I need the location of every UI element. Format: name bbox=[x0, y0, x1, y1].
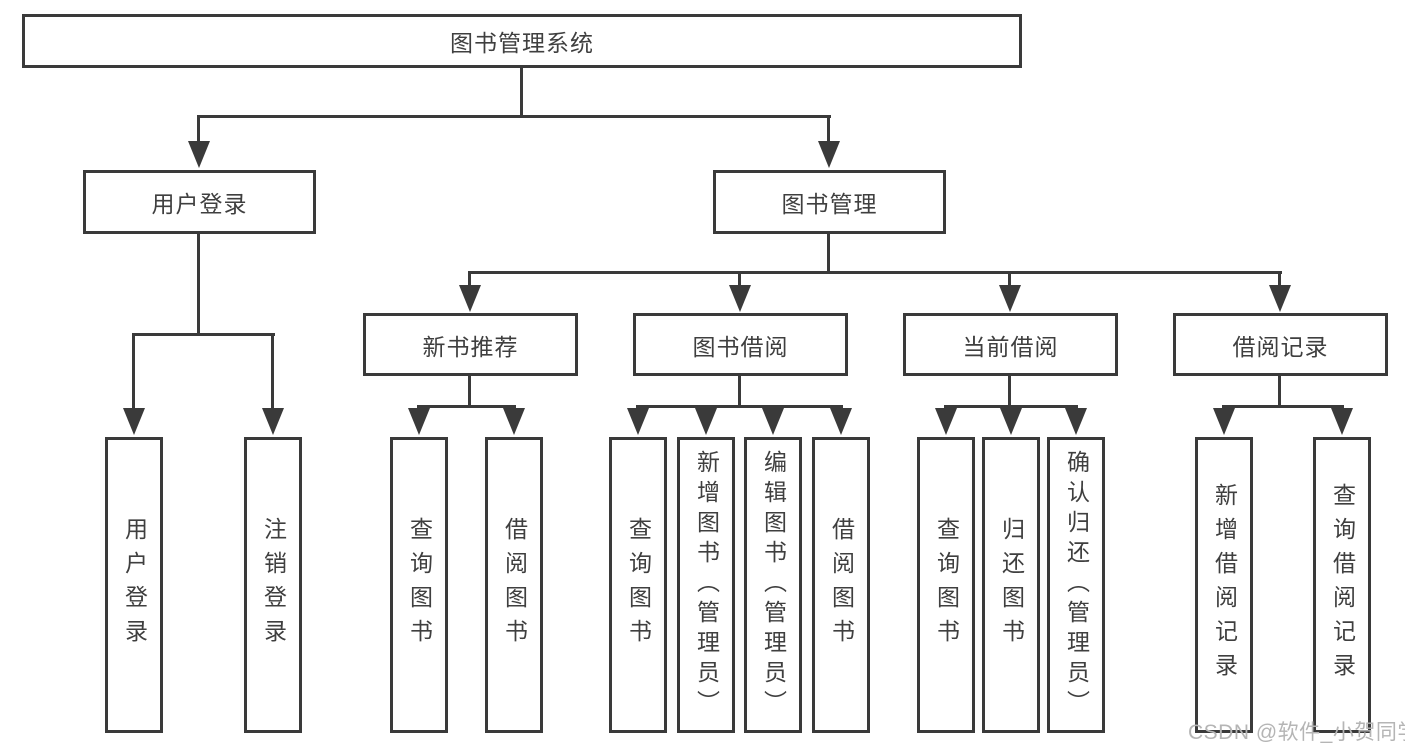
connector-rec-rail bbox=[417, 405, 516, 408]
leaf-br-query-record: 查询借阅记录 bbox=[1313, 437, 1371, 733]
arrow-to-user-login bbox=[188, 141, 210, 168]
leaf-logout: 注销登录 bbox=[244, 437, 302, 733]
connector-book-mgmt-trunk bbox=[827, 234, 830, 274]
arrow-to-bb-edit-book bbox=[762, 408, 784, 435]
leaf-bb-edit-book-admin: 编辑图书（管理员） bbox=[744, 437, 802, 733]
leaf-label: 新增图书（管理员） bbox=[693, 450, 720, 720]
leaf-rec-query-book: 查询图书 bbox=[390, 437, 448, 733]
connector-leaf-logout-drop bbox=[271, 333, 274, 408]
leaf-label: 查询图书 bbox=[933, 517, 960, 653]
arrow-to-br-query-record bbox=[1331, 408, 1353, 435]
leaf-label: 查询图书 bbox=[625, 517, 652, 653]
connector-level2-rail bbox=[198, 115, 831, 118]
arrow-to-bb-query-book bbox=[627, 408, 649, 435]
node-label: 新书推荐 bbox=[422, 333, 519, 360]
node-label: 当前借阅 bbox=[962, 333, 1059, 360]
leaf-label: 注销登录 bbox=[260, 517, 287, 653]
arrow-to-br-add-record bbox=[1213, 408, 1235, 435]
connector-user-login-rail bbox=[132, 333, 275, 336]
arrow-to-leaf-user-login bbox=[123, 408, 145, 435]
leaf-label: 归还图书 bbox=[998, 517, 1025, 653]
leaf-label: 查询借阅记录 bbox=[1329, 483, 1356, 687]
csdn-watermark: CSDN @软件_小贺同学 bbox=[1188, 721, 1405, 744]
node-label: 借阅记录 bbox=[1232, 333, 1329, 360]
node-book-borrowing: 图书借阅 bbox=[633, 313, 848, 376]
connector-br-trunk bbox=[1278, 376, 1281, 407]
node-label: 图书借阅 bbox=[692, 333, 789, 360]
leaf-label: 用户登录 bbox=[121, 517, 148, 653]
arrow-to-leaf-logout bbox=[262, 408, 284, 435]
leaf-cb-confirm-return-admin: 确认归还（管理员） bbox=[1047, 437, 1105, 733]
node-label: 图书管理系统 bbox=[450, 30, 594, 56]
connector-rec-trunk bbox=[468, 376, 471, 407]
connector-new-book-rec-drop bbox=[468, 271, 471, 285]
leaf-rec-borrow-book: 借阅图书 bbox=[485, 437, 543, 733]
connector-leaf-user-login-drop bbox=[132, 333, 135, 408]
leaf-label: 新增借阅记录 bbox=[1211, 483, 1238, 687]
leaf-cb-query-book: 查询图书 bbox=[917, 437, 975, 733]
arrow-to-rec-borrow-book bbox=[503, 408, 525, 435]
node-book-management: 图书管理 bbox=[713, 170, 946, 234]
leaf-cb-return-book: 归还图书 bbox=[982, 437, 1040, 733]
leaf-bb-query-book: 查询图书 bbox=[609, 437, 667, 733]
arrow-to-cb-return-book bbox=[1000, 408, 1022, 435]
leaf-br-add-record: 新增借阅记录 bbox=[1195, 437, 1253, 733]
leaf-label: 编辑图书（管理员） bbox=[760, 450, 787, 720]
connector-user-login-trunk bbox=[197, 234, 200, 335]
arrow-to-rec-query-book bbox=[408, 408, 430, 435]
connector-bb-trunk bbox=[738, 376, 741, 407]
node-label: 图书管理 bbox=[781, 191, 878, 217]
leaf-bb-borrow-book: 借阅图书 bbox=[812, 437, 870, 733]
arrow-to-new-book-rec bbox=[459, 285, 481, 312]
arrow-to-current-borrow bbox=[999, 285, 1021, 312]
leaf-label: 确认归还（管理员） bbox=[1063, 450, 1090, 720]
connector-bb-rail bbox=[636, 405, 843, 408]
connector-borrow-record-drop bbox=[1278, 271, 1281, 285]
node-borrowing-records: 借阅记录 bbox=[1173, 313, 1388, 376]
node-new-book-recommend: 新书推荐 bbox=[363, 313, 578, 376]
connector-user-login-drop bbox=[197, 115, 200, 143]
arrow-to-bb-add-book bbox=[695, 408, 717, 435]
arrow-to-borrow-record bbox=[1269, 285, 1291, 312]
node-library-management-system: 图书管理系统 bbox=[22, 14, 1022, 68]
connector-level3-rail bbox=[468, 271, 1282, 274]
connector-book-borrow-drop bbox=[738, 271, 741, 285]
leaf-label: 查询图书 bbox=[406, 517, 433, 653]
arrow-to-cb-confirm-return bbox=[1065, 408, 1087, 435]
arrow-to-cb-query-book bbox=[935, 408, 957, 435]
arrow-to-book-borrow bbox=[729, 285, 751, 312]
arrow-to-book-mgmt bbox=[818, 141, 840, 168]
leaf-label: 借阅图书 bbox=[828, 517, 855, 653]
node-current-borrowing: 当前借阅 bbox=[903, 313, 1118, 376]
connector-current-borrow-drop bbox=[1008, 271, 1011, 285]
connector-br-rail bbox=[1222, 405, 1344, 408]
connector-root-trunk bbox=[520, 68, 523, 117]
leaf-bb-add-book-admin: 新增图书（管理员） bbox=[677, 437, 735, 733]
arrow-to-bb-borrow-book bbox=[830, 408, 852, 435]
connector-cb-rail bbox=[944, 405, 1078, 408]
node-label: 用户登录 bbox=[151, 191, 248, 217]
connector-cb-trunk bbox=[1008, 376, 1011, 407]
node-user-login: 用户登录 bbox=[83, 170, 316, 234]
leaf-label: 借阅图书 bbox=[501, 517, 528, 653]
leaf-user-login: 用户登录 bbox=[105, 437, 163, 733]
connector-book-mgmt-drop bbox=[827, 115, 830, 143]
